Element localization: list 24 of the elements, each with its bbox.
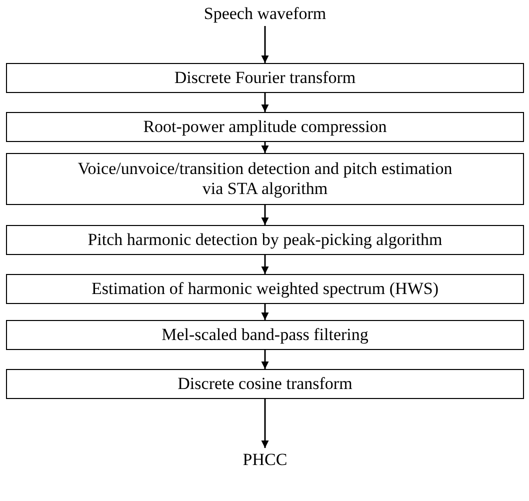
- process-box: [6, 274, 524, 304]
- step-text: Discrete Fourier transform: [174, 68, 356, 88]
- process-box: [6, 112, 524, 142]
- step-text: Pitch harmonic detection by peak-picking algorithm: [88, 230, 442, 250]
- process-box: [6, 63, 524, 93]
- process-box: [6, 225, 524, 255]
- flow-text: PHCC: [200, 448, 330, 472]
- arrow: [261, 26, 269, 63]
- arrow: [261, 304, 269, 320]
- arrow: [261, 142, 269, 153]
- process-box: [6, 320, 524, 350]
- arrow: [261, 93, 269, 112]
- arrow: [261, 350, 269, 369]
- process-box: [6, 369, 524, 399]
- flow-text: Speech waveform: [180, 2, 350, 26]
- step-text: Estimation of harmonic weighted spectrum (HWS): [92, 279, 438, 299]
- arrow: [261, 399, 269, 448]
- step-text: Mel-scaled band-pass filtering: [162, 325, 368, 345]
- arrow: [261, 205, 269, 225]
- arrow: [261, 255, 269, 274]
- step-text: Root-power amplitude compression: [143, 117, 387, 137]
- step-text: Voice/unvoice/transition detection and pitch estimation via STA algorithm: [76, 159, 454, 199]
- step-text: Discrete cosine transform: [178, 374, 352, 394]
- process-box: [6, 153, 524, 205]
